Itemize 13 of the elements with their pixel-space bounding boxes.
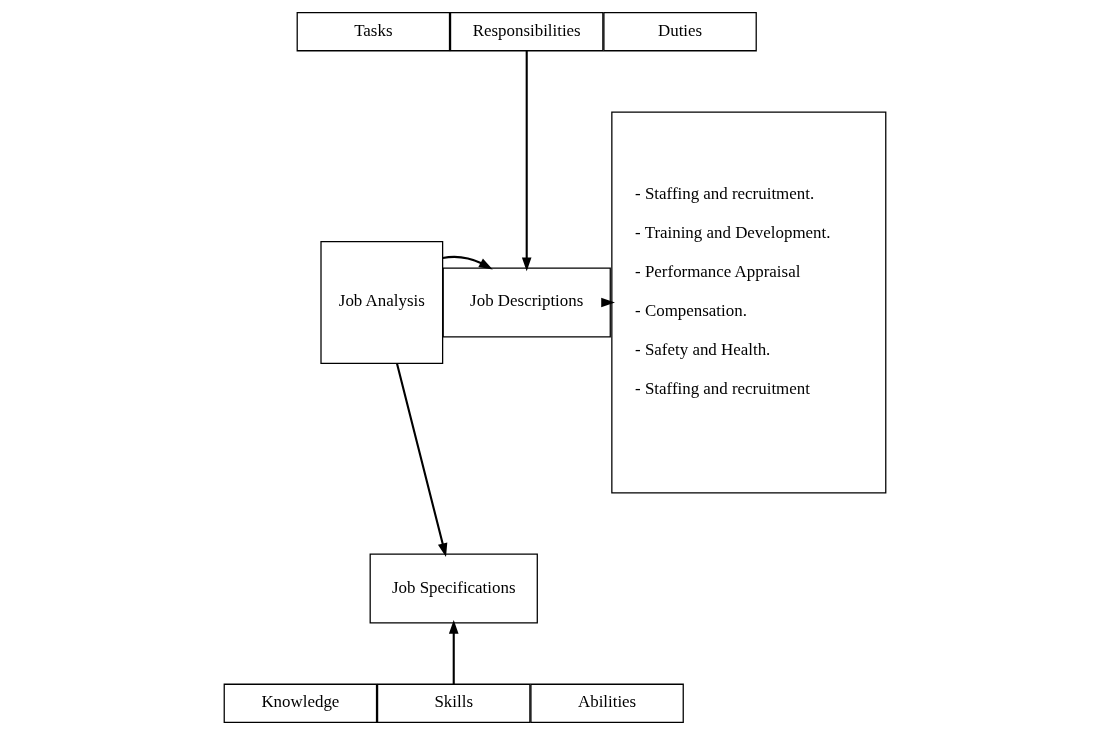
node-box: Knowledge xyxy=(223,683,378,723)
arrow xyxy=(601,297,615,308)
node-box: Responsibilities xyxy=(449,12,604,52)
node-box: Skills xyxy=(376,683,531,723)
node-box: Job Analysis xyxy=(320,241,444,364)
arrow xyxy=(521,50,532,272)
arrow xyxy=(395,363,448,557)
arrow xyxy=(448,619,459,685)
arrow xyxy=(442,255,493,270)
node-box: Job Specifications xyxy=(369,553,538,624)
node-box: Tasks xyxy=(296,12,451,52)
node-box: Abilities xyxy=(530,683,684,723)
node-box: Duties xyxy=(603,12,757,52)
